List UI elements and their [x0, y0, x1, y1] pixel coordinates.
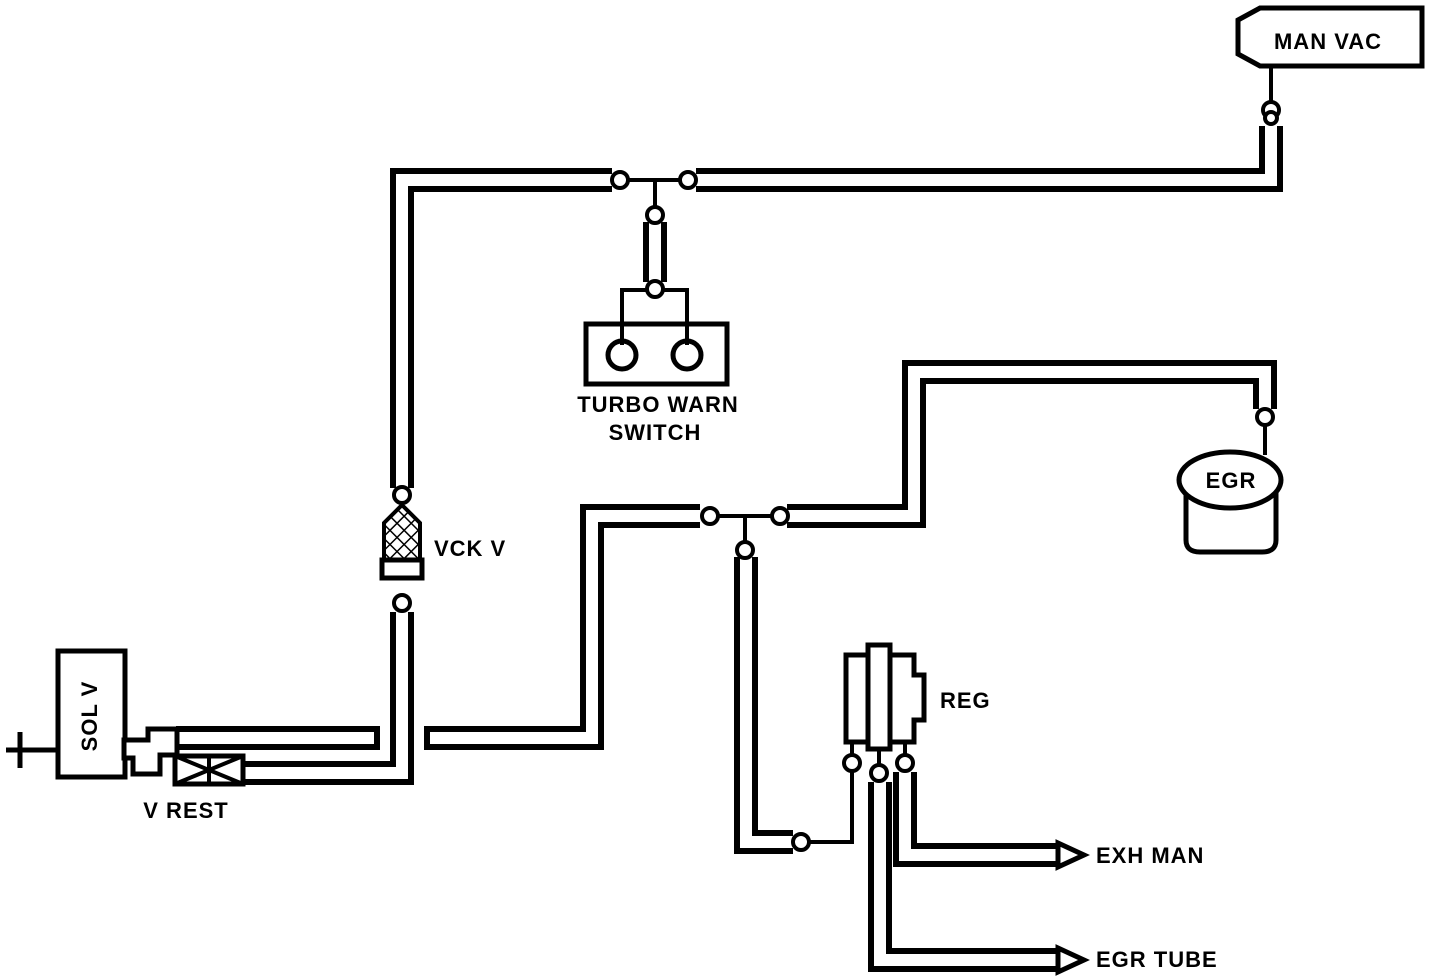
- exh-man-label: EXH MAN: [1096, 843, 1204, 868]
- sol-v-solenoid: SOL V: [6, 648, 128, 780]
- connector: [645, 279, 665, 299]
- hose-connectors: [392, 100, 1281, 852]
- connector: [842, 753, 862, 773]
- wire-reg-left: [809, 770, 854, 844]
- connector: [700, 506, 720, 526]
- connector: [392, 593, 412, 613]
- hose-egr-supply: [424, 504, 700, 750]
- connector: [645, 205, 665, 225]
- turbo-warn-label-line1: TURBO WARN: [577, 392, 739, 417]
- connector: [1255, 407, 1275, 427]
- hose-egr-valve: [787, 360, 1277, 528]
- connector: [1263, 110, 1279, 126]
- connector: [869, 763, 889, 783]
- exh-man-outlet: EXH MAN: [1055, 839, 1204, 871]
- vck-v-label: VCK V: [434, 536, 506, 561]
- hose-top-right: [696, 126, 1283, 192]
- hose-to-regulator: [734, 557, 793, 854]
- tee-top: [628, 178, 683, 208]
- egr-label: EGR: [1206, 468, 1257, 493]
- connector: [770, 506, 790, 526]
- man-vac-label: MAN VAC: [1274, 29, 1382, 54]
- connector: [610, 170, 630, 190]
- reg-label: REG: [940, 688, 991, 713]
- hose-egr-tube: [868, 782, 1058, 972]
- connector: [791, 832, 811, 852]
- connector: [392, 485, 412, 505]
- vck-v-valve: VCK V: [379, 502, 506, 581]
- connector: [895, 753, 915, 773]
- turbo-warn-switch: TURBO WARN SWITCH: [577, 288, 739, 445]
- egr-tube-outlet: EGR TUBE: [1055, 944, 1218, 976]
- connector: [678, 170, 698, 190]
- v-rest-restrictor: V REST: [121, 726, 246, 823]
- turbo-warn-label-line2: SWITCH: [609, 420, 702, 445]
- electrical-terminal: [6, 732, 58, 768]
- egr-valve: EGR: [1176, 449, 1284, 555]
- sol-v-label: SOL V: [77, 681, 102, 752]
- egr-tube-label: EGR TUBE: [1096, 947, 1218, 972]
- reg-regulator: REG: [843, 642, 991, 766]
- hose-exh-man: [893, 772, 1058, 867]
- v-rest-label: V REST: [143, 798, 228, 823]
- connector: [735, 540, 755, 560]
- hose-top-left: [390, 168, 612, 488]
- hose-vck-to-vrest: [244, 612, 414, 785]
- tee-middle: [717, 514, 773, 543]
- man-vac-port: MAN VAC: [1235, 5, 1425, 69]
